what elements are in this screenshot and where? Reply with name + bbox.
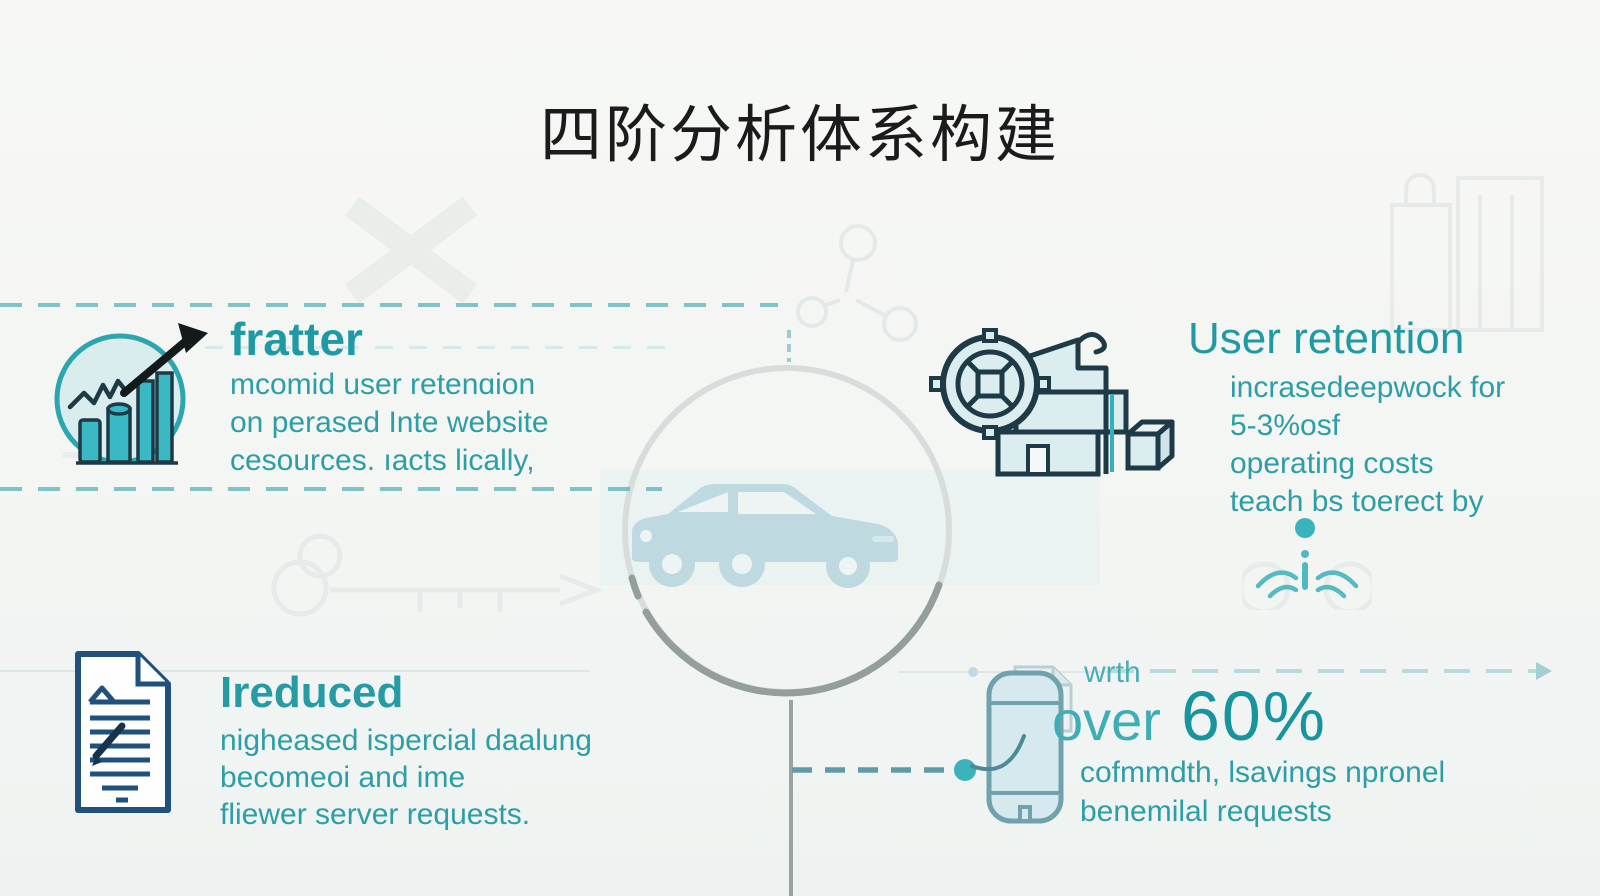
document-checklist-icon [75,651,171,813]
bottomleft-paragraph: nigheased ispercial daalung becomeoi and… [220,722,592,833]
bottomright-line-2: benemilal requests [1080,795,1332,828]
bottomleft-heading: Ireduced [220,668,404,717]
bottomright-preword: wrth [1084,656,1141,689]
buildings-icon [1390,173,1544,332]
factory-gear-icon [929,328,1175,477]
arrow-head-icon [1536,662,1552,680]
focus-circle-dark-arc [642,581,943,697]
topleft-line-3: cesources. ıacts lically, [230,444,535,477]
dashed-divider-faint [205,346,675,349]
dashed-divider-topleft-bottom [0,487,662,491]
connector-curve [970,734,1026,772]
cross-x-icon [344,196,478,304]
smartphone-icon [986,665,1073,824]
thin-divider-left [0,670,590,672]
topright-heading: User retention [1188,314,1465,363]
topright-line-1: incrasedeepwock for [1230,371,1506,404]
line-node-dot [968,667,978,677]
center-graphic [600,330,1100,896]
growth-chart-icon [54,323,208,465]
bottomleft-line-1: nigheased ispercial daalung [220,724,592,757]
bottomright-line-1: cofmmdth, lsavings npronel [1080,756,1446,789]
key-icon [271,533,603,617]
dashed-arrow-line [1108,669,1536,673]
connector-dot [954,759,976,781]
bottomright-paragraph: cofmmdth, lsavings npronel benemilal req… [1080,753,1445,831]
topright-paragraph: incrasedeepwock for 5-3%osf operating co… [1230,369,1505,521]
signal-sparkle-icon [1242,518,1372,610]
dashed-divider-top [0,303,778,307]
stat-value: 60% [1180,677,1328,755]
bottomright-stat: over 60% [1052,676,1327,756]
molecule-icon [796,224,918,342]
topleft-heading: fratter [230,313,363,365]
stat-prefix: over [1052,689,1161,752]
bottomleft-line-2: becomeoi and ime [220,761,466,794]
phone-connector [792,734,1026,781]
topleft-line-1: mcomid user retenɑion [230,368,536,401]
topright-line-4: teach bs toerect by [1230,485,1484,518]
page-title: 四阶分析体系构建 [539,101,1060,170]
topleft-line-2: on perased Inte website [230,406,549,439]
car-icon [632,484,898,588]
topleft-paragraph: mcomid user retenɑion on perased Inte we… [230,366,549,480]
topright-line-3: operating costs [1230,447,1434,480]
bottomleft-line-3: fliewer server requests. [220,798,531,831]
topright-line-2: 5-3%osf [1230,409,1341,442]
